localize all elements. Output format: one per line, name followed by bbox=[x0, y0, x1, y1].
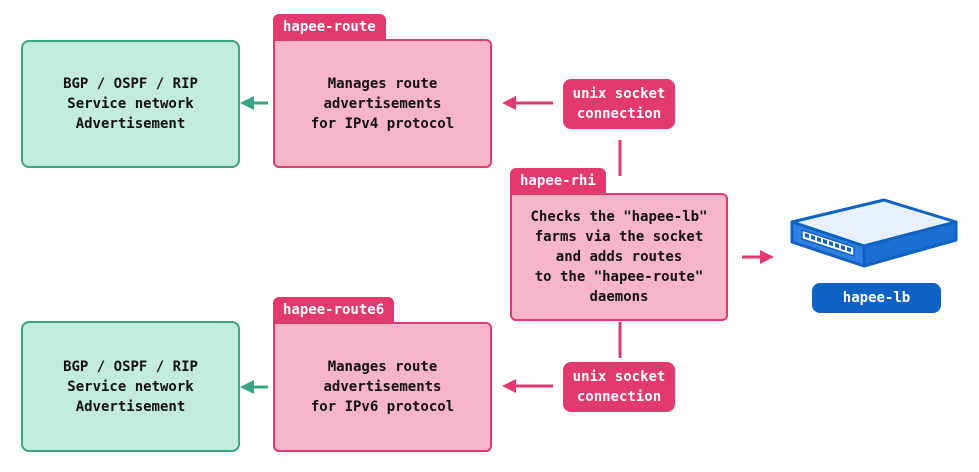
rhi-line: Checks the "hapee-lb" bbox=[530, 209, 708, 225]
route4-line: Manages route bbox=[327, 75, 438, 92]
rhi-line: to the "hapee-route" bbox=[534, 269, 704, 285]
rhi-box: Checks the "hapee-lb" farms via the sock… bbox=[510, 193, 728, 321]
socket-top-pill: unix socket connection bbox=[563, 79, 675, 129]
route6-box: Manages route advertisements for IPv6 pr… bbox=[273, 322, 492, 452]
arrow-head-socket-to-route6 bbox=[502, 379, 516, 393]
socket-top-line: connection bbox=[576, 106, 662, 122]
route4-tab: hapee-route bbox=[273, 14, 386, 40]
route4-line: advertisements bbox=[323, 95, 442, 112]
top-advert-box: BGP / OSPF / RIP Service network Adverti… bbox=[21, 40, 240, 168]
arrow-head-rhi-to-lb bbox=[760, 250, 774, 264]
socket-bottom-line: unix socket bbox=[572, 369, 666, 385]
socket-bottom-pill: unix socket connection bbox=[563, 362, 675, 412]
rhi-line: daemons bbox=[589, 289, 649, 305]
bottom-advert-box: BGP / OSPF / RIP Service network Adverti… bbox=[21, 321, 240, 452]
network-switch-icon bbox=[790, 198, 958, 268]
bottom-advert-line: BGP / OSPF / RIP bbox=[63, 358, 198, 375]
bottom-advert-line: Service network bbox=[67, 378, 194, 395]
route4-protocol-prefix: for bbox=[310, 115, 345, 132]
rhi-line: and adds routes bbox=[555, 249, 683, 265]
route6-line: Manages route bbox=[327, 359, 438, 375]
route6-protocol-name: IPv6 bbox=[344, 399, 379, 415]
bottom-advert-line: Advertisement bbox=[75, 398, 186, 415]
route6-protocol-line: for IPv6 protocol bbox=[311, 397, 454, 417]
rhi-tab: hapee-rhi bbox=[510, 168, 606, 194]
route4-protocol-line: for IPv4 protocol bbox=[311, 114, 454, 134]
arrow-head-route6-to-advert bbox=[240, 380, 254, 394]
route4-protocol-suffix: protocol bbox=[378, 115, 455, 132]
lb-label: hapee-lb bbox=[812, 283, 941, 313]
top-advert-line: Service network bbox=[67, 96, 194, 112]
arrow-head-route4-to-advert bbox=[240, 96, 254, 110]
top-advert-line: Advertisement bbox=[75, 116, 186, 132]
route6-tab: hapee-route6 bbox=[273, 297, 395, 323]
arrow-head-socket-to-route4 bbox=[502, 96, 516, 110]
route6-line: advertisements bbox=[323, 379, 442, 395]
top-advert-line: BGP / OSPF / RIP bbox=[63, 76, 198, 92]
rhi-line: farms via the socket bbox=[534, 229, 704, 245]
route4-protocol-name: IPv4 bbox=[344, 115, 379, 132]
socket-top-line: unix socket bbox=[572, 86, 666, 102]
route6-protocol-suffix: protocol bbox=[378, 399, 455, 415]
socket-bottom-line: connection bbox=[576, 389, 662, 405]
route6-protocol-prefix: for bbox=[310, 399, 345, 415]
route4-box: Manages route advertisements for IPv4 pr… bbox=[273, 39, 492, 168]
